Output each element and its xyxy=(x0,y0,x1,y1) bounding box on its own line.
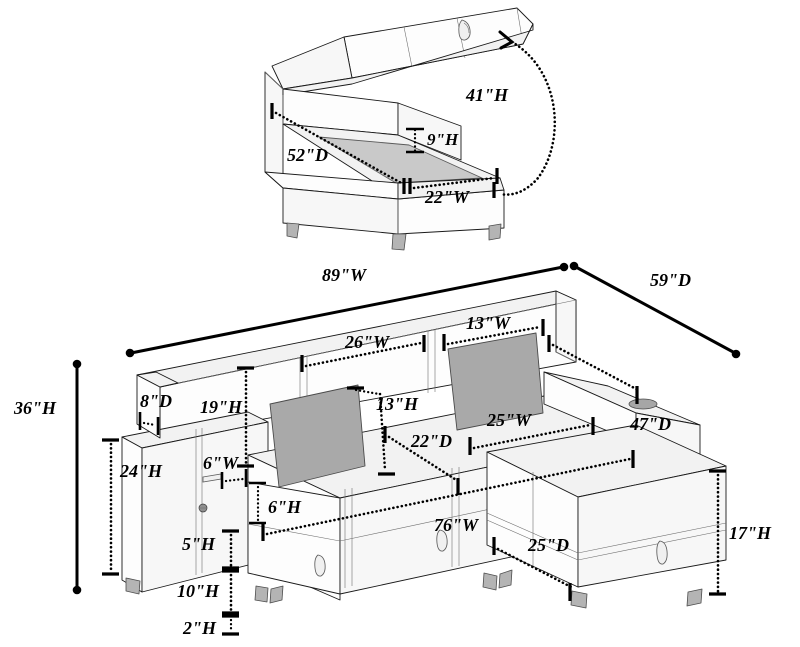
sofa-back-cushions xyxy=(269,332,544,488)
dimension-label-6w: 6"W xyxy=(203,453,240,473)
dimension-sofa-25w: 25"W xyxy=(468,410,595,455)
dimension-sofa-10h: 10"H xyxy=(177,569,239,615)
dimension-sofa-36h: 36"H xyxy=(13,359,82,595)
dimension-label-5h: 5"H xyxy=(182,534,216,554)
dimension-label-19h: 19"H xyxy=(200,397,243,417)
dimension-sofa-76w: 76"W xyxy=(261,450,635,541)
dimension-label-89w: 89"W xyxy=(322,265,368,285)
dimension-label-2h: 2"H xyxy=(182,618,217,638)
dimension-label-13w: 13"W xyxy=(466,313,512,333)
sofa-chaise xyxy=(486,371,727,588)
sofa-legs xyxy=(125,569,703,609)
dimension-sofa-13w: 13"W xyxy=(442,313,545,351)
dimension-ottoman-9h: 9"H xyxy=(406,127,459,154)
dimension-label-52d: 52"D xyxy=(287,145,328,165)
dimension-sofa-8d: 8"D xyxy=(138,391,172,435)
sectional-sofa-figure: 89"W 59"D 36"H 26"W xyxy=(13,261,772,638)
dimension-label-22d: 22"D xyxy=(410,431,452,451)
ottoman-body xyxy=(264,71,505,235)
dimension-ottoman-22w: 22"W xyxy=(408,168,499,207)
dimension-sofa-13h: 13"H xyxy=(347,386,419,476)
dimension-label-25d: 25"D xyxy=(527,535,569,555)
dimension-ottoman-52d: 52"D xyxy=(270,103,406,194)
dimension-sofa-47d: 47"D xyxy=(547,335,671,434)
dimension-label-25w: 25"W xyxy=(486,410,533,430)
dimension-sofa-17h: 17"H xyxy=(709,469,772,596)
dimension-label-26w: 26"W xyxy=(344,332,391,352)
dimension-label-41h: 41"H xyxy=(465,85,509,105)
dimension-label-13h: 13"H xyxy=(376,394,419,414)
dimension-sofa-5h: 5"H xyxy=(182,529,239,570)
dimension-label-24h: 24"H xyxy=(119,461,163,481)
dimension-sofa-22d: 22"D xyxy=(383,426,463,495)
storage-ottoman-figure: 41"H 9"H 52"D 22"W xyxy=(264,7,556,251)
ottoman-legs xyxy=(286,222,502,251)
dimension-label-59d: 59"D xyxy=(650,270,691,290)
dimension-sofa-89w: 89"W xyxy=(125,262,569,358)
dimension-sofa-26w: 26"W xyxy=(300,332,426,372)
dimension-label-22w: 22"W xyxy=(424,187,471,207)
dimension-label-9h: 9"H xyxy=(427,130,459,149)
dimension-label-17h: 17"H xyxy=(729,523,772,543)
dimension-sofa-25d: 25"D xyxy=(492,535,575,601)
dimension-label-10h: 10"H xyxy=(177,581,220,601)
dimension-label-76w: 76"W xyxy=(434,515,480,535)
dimension-label-6h: 6"H xyxy=(268,497,302,517)
dimension-sofa-6w: 6"W xyxy=(203,453,248,489)
ottoman-lid xyxy=(271,7,534,96)
dimension-sofa-6h: 6"H xyxy=(249,481,302,525)
dimension-label-47d: 47"D xyxy=(629,414,671,434)
dimension-label-8d: 8"D xyxy=(140,391,172,411)
sofa-left-arm xyxy=(121,371,269,593)
dimension-sofa-2h: 2"H xyxy=(182,614,239,638)
dimension-ottoman-41h: 41"H xyxy=(465,30,556,198)
dimension-sofa-19h: 19"H xyxy=(200,366,254,468)
dimension-label-36h: 36"H xyxy=(13,398,57,418)
sofa-backrest xyxy=(136,290,577,439)
dimension-sofa-24h: 24"H xyxy=(102,438,163,576)
dimension-sofa-59d: 59"D xyxy=(569,261,741,359)
